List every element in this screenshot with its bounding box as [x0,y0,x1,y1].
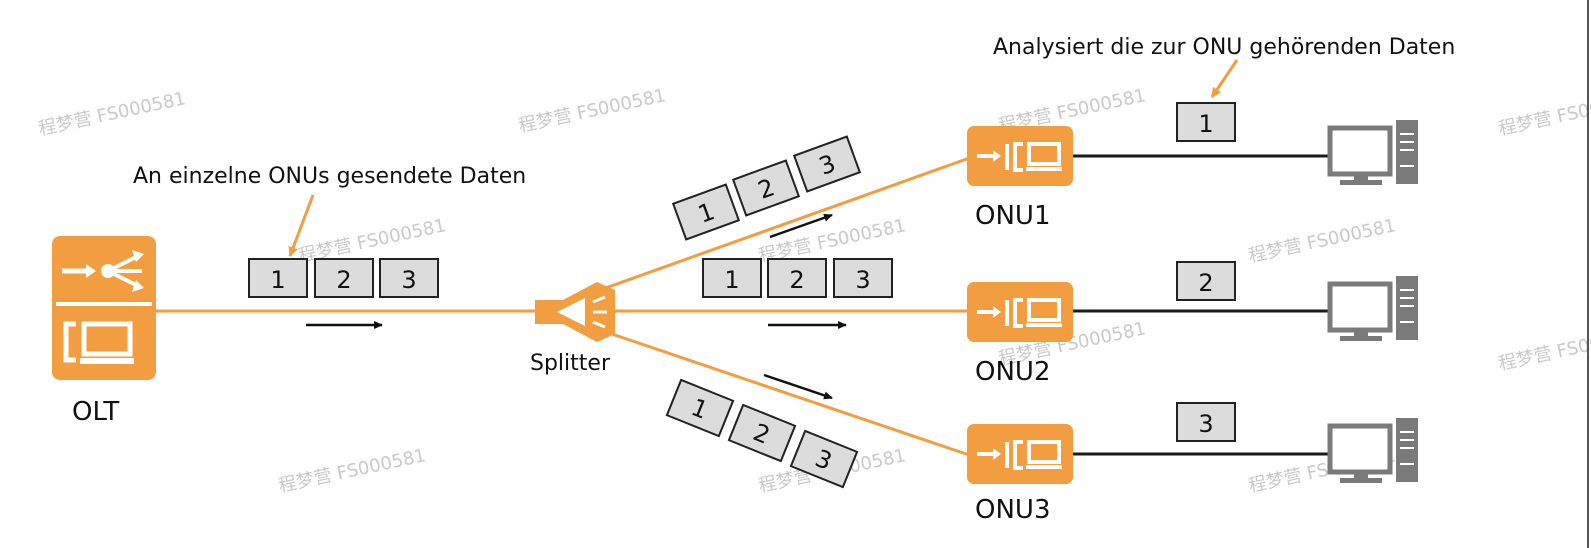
frame-label: 2 [789,266,804,294]
branch2-frames: 1 2 3 [702,258,893,298]
watermark: 程梦营 FS000581 [1497,88,1591,140]
onu2-frame: 2 [1176,261,1236,301]
onu1-frame: 1 [1176,102,1236,142]
pc3 [1327,418,1418,483]
branch3-frames: 1 2 3 [665,378,859,489]
frame-box: 2 [727,403,797,463]
onu3-label: ONU3 [975,495,1051,525]
direction-arrow-icon [763,373,833,400]
frame-box: 1 [665,378,735,438]
onu1-label: ONU1 [975,201,1051,231]
fiber-links [155,154,976,459]
frame-box: 3 [379,258,439,298]
desktop-computer-icon [1327,120,1418,185]
frame-label: 1 [270,266,285,294]
onu2-device [967,282,1073,342]
frame-label: 1 [724,266,739,294]
olt-device [52,236,156,380]
olt-label: OLT [72,397,119,427]
onu3-device [967,424,1073,484]
frame-box: 2 [767,258,827,298]
lan-links [1072,154,1330,456]
annotation-analyze-data: Analysiert die zur ONU gehörenden Daten [993,35,1455,60]
frame-box: 1 [671,183,741,241]
splitter-label: Splitter [530,351,611,376]
splitter [535,282,615,342]
frame-label: 2 [336,266,351,294]
watermark: 程梦营 FS000581 [37,88,188,140]
watermark: 程梦营 FS000581 [1247,215,1398,267]
frame-label: 1 [1198,110,1213,138]
onu2-label: ONU2 [975,357,1051,387]
branch1-frames: 1 2 3 [671,135,862,241]
frame-box: 3 [789,429,859,489]
onu1-device [967,126,1073,186]
pc1 [1327,120,1418,185]
frame-box: 2 [314,258,374,298]
watermark: 程梦营 FS000581 [1497,323,1591,375]
frame-box: 2 [731,159,801,217]
branch1-link [599,154,976,292]
branch3-link [599,328,976,459]
frame-label: 2 [1198,269,1213,297]
frame-box: 1 [248,258,308,298]
frame-box: 1 [702,258,762,298]
olt-link-frames: 1 2 3 [248,258,439,298]
annotation-pointer [288,194,315,257]
pc2 [1327,276,1418,341]
frame-label: 3 [855,266,870,294]
desktop-computer-icon [1327,276,1418,341]
watermark: 程梦营 FS000581 [517,85,668,137]
desktop-computer-icon [1327,418,1418,483]
annotation-sent-data: An einzelne ONUs gesendete Daten [133,164,526,189]
watermark: 程梦营 FS000581 [277,445,428,497]
annotation-pointer [1210,59,1239,98]
frame-box: 3 [792,135,862,193]
frame-label: 3 [1198,410,1213,438]
frame-label: 3 [401,266,416,294]
direction-arrow-icon [769,213,833,239]
frame-box: 3 [833,258,893,298]
onu3-frame: 3 [1176,402,1236,442]
